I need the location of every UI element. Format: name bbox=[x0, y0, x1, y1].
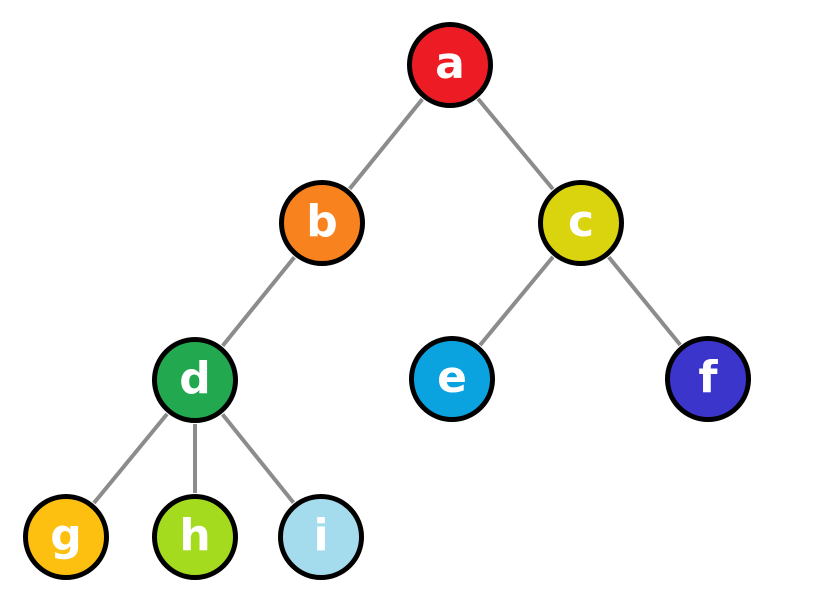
tree-node-label-c: c bbox=[567, 196, 595, 247]
tree-node-a[interactable]: a bbox=[407, 22, 493, 108]
tree-node-e[interactable]: e bbox=[409, 336, 495, 422]
tree-node-f[interactable]: f bbox=[665, 336, 751, 422]
tree-node-b[interactable]: b bbox=[279, 180, 365, 266]
tree-node-label-h: h bbox=[179, 510, 211, 561]
tree-node-label-f: f bbox=[698, 352, 718, 403]
tree-edge-b-d bbox=[221, 255, 296, 348]
tree-node-label-a: a bbox=[435, 38, 465, 89]
tree-node-label-i: i bbox=[313, 510, 329, 561]
tree-edge-a-c bbox=[476, 97, 555, 191]
tree-edge-d-i bbox=[220, 413, 296, 504]
tree-node-d[interactable]: d bbox=[152, 337, 238, 423]
tree-edge-c-f bbox=[607, 255, 682, 347]
tree-node-h[interactable]: h bbox=[152, 494, 238, 580]
tree-node-c[interactable]: c bbox=[538, 180, 624, 266]
tree-node-label-d: d bbox=[179, 353, 211, 404]
tree-edge-c-e bbox=[478, 255, 555, 347]
tree-node-g[interactable]: g bbox=[23, 494, 109, 580]
tree-node-label-e: e bbox=[437, 352, 467, 403]
tree-edge-d-g bbox=[92, 412, 169, 505]
tree-node-i[interactable]: i bbox=[278, 494, 364, 580]
tree-edge-a-b bbox=[348, 97, 424, 191]
tree-node-label-g: g bbox=[50, 510, 82, 561]
tree-node-label-b: b bbox=[306, 196, 338, 247]
